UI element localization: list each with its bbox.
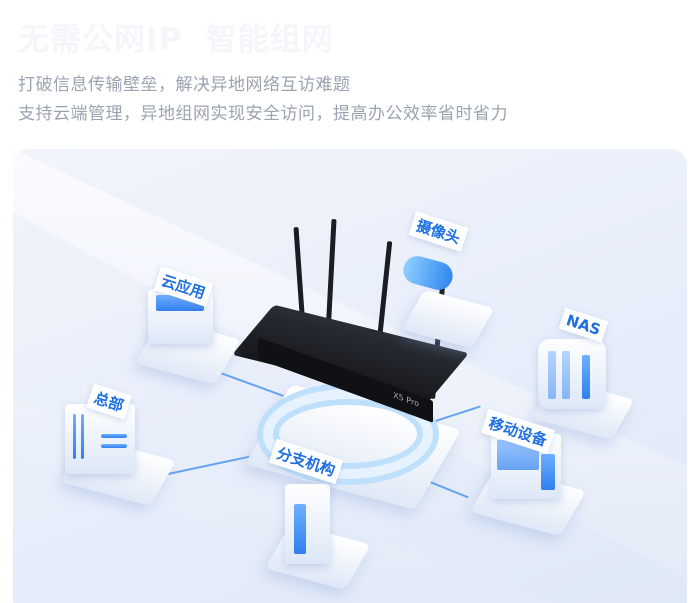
nas-icon bbox=[538, 339, 606, 409]
node-label-nas: NAS bbox=[558, 307, 609, 343]
camera-icon bbox=[400, 253, 456, 293]
connection-line bbox=[217, 371, 284, 397]
node-label-camera: 摄像头 bbox=[408, 211, 469, 252]
signal-rings bbox=[273, 399, 423, 469]
page-title: 无需公网IP 智能组网 bbox=[18, 22, 334, 58]
branch-office-icon bbox=[285, 484, 330, 564]
subtitle-line-2: 支持云端管理，异地组网实现安全访问，提高办公效率省时省力 bbox=[18, 104, 508, 124]
network-diagram-card: X5 Pro 云应用 摄像头 NAS 总部 分支机构 移动设备 bbox=[13, 149, 687, 603]
subtitle-line-1: 打破信息传输壁垒，解决异地网络互访难题 bbox=[18, 75, 351, 95]
